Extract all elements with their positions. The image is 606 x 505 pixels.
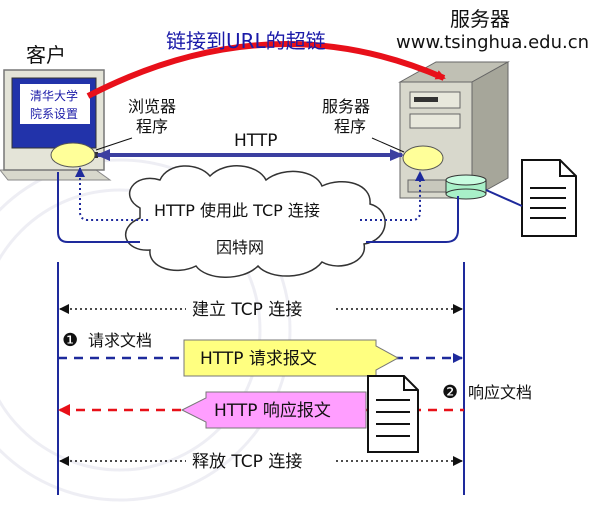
server-prog-label-line1: 服务器 — [322, 97, 370, 116]
browser-label-line1: 浏览器 — [128, 97, 176, 116]
server-label: 服务器 — [450, 7, 510, 31]
step2-marker: ❷ — [442, 382, 458, 403]
db-to-document-line — [485, 189, 523, 207]
step1-label: 请求文档 — [88, 331, 152, 350]
server-url: www.tsinghua.edu.cn — [396, 32, 589, 53]
screen-text-line1: 清华大学 — [30, 88, 78, 103]
browser-label-line2: 程序 — [136, 117, 168, 136]
internet-path — [57, 172, 140, 243]
server-tower — [398, 61, 510, 199]
release-label: 释放 TCP 连接 — [192, 452, 302, 472]
hyperlink-arrow — [86, 41, 446, 99]
tcp-dotted-left — [75, 167, 150, 221]
http-label: HTTP — [234, 131, 278, 151]
tcp-use-label: HTTP 使用此 TCP 连接 — [154, 201, 320, 220]
screen-text-line2: 院系设置 — [30, 107, 78, 121]
server-prog-label-line2: 程序 — [334, 117, 366, 136]
database-icon — [445, 174, 487, 200]
establish-label: 建立 TCP 连接 — [192, 300, 302, 320]
response-label: HTTP 响应报文 — [214, 401, 331, 421]
browser-program-oval — [50, 142, 96, 168]
internet-path-right — [366, 196, 459, 243]
step1-marker: ❶ — [62, 330, 78, 351]
browser-pointer — [95, 137, 133, 151]
internet-cloud — [124, 165, 386, 278]
client-computer — [0, 69, 112, 181]
server-prog-pointer — [371, 137, 405, 153]
internet-label: 因特网 — [216, 238, 264, 257]
client-label: 客户 — [26, 43, 66, 67]
request-label: HTTP 请求报文 — [200, 349, 317, 369]
response-document-icon — [367, 375, 419, 453]
request-box-arrow — [183, 339, 400, 377]
server-program-oval — [402, 145, 444, 171]
response-box-arrow — [180, 391, 367, 429]
document-icon — [521, 159, 577, 237]
step2-label: 响应文档 — [468, 383, 532, 402]
hyperlink-label: 链接到URL的超链 — [166, 29, 326, 53]
